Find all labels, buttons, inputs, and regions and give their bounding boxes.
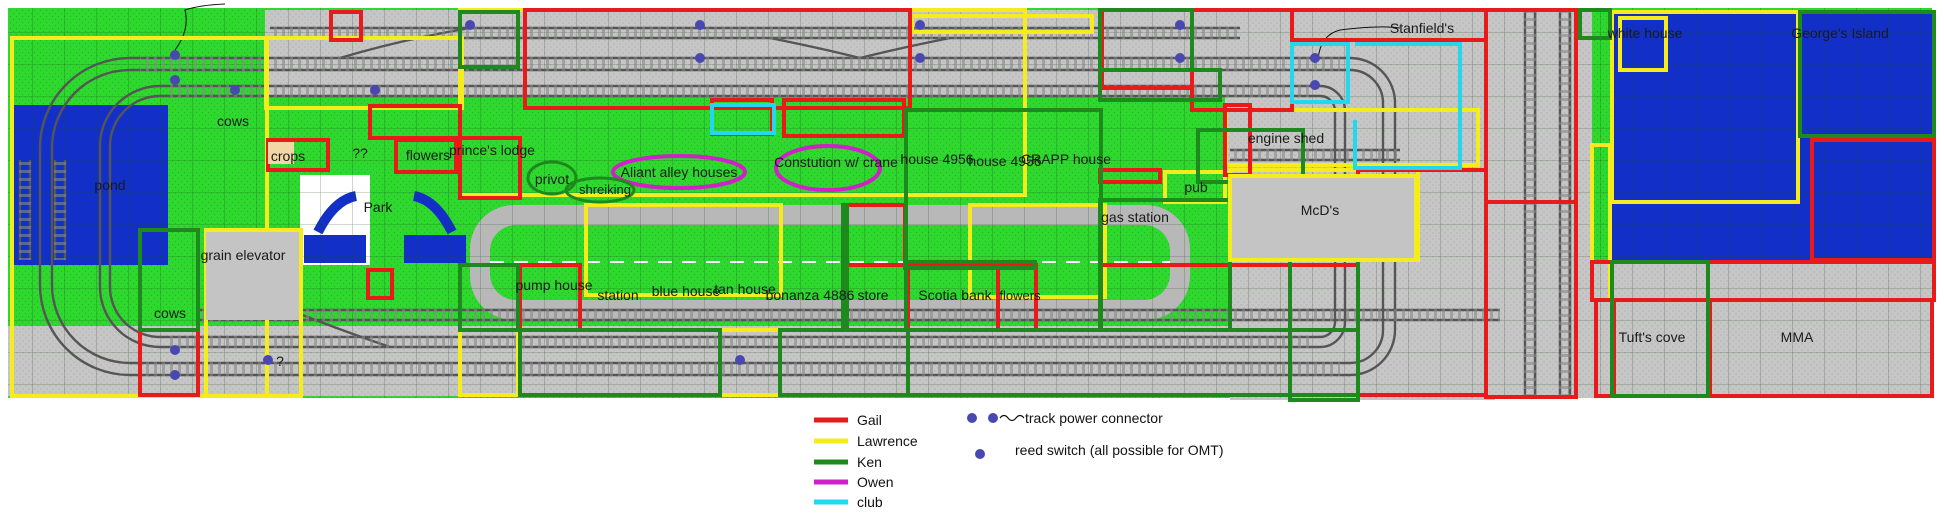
crapp-house-label: CRAPP house (1021, 151, 1111, 167)
legend-club: club (814, 494, 883, 510)
unknown-switch-label: ? (276, 353, 284, 369)
construction-label: Constution w/ crane (774, 154, 898, 170)
owner-boundaries (10, 8, 1936, 402)
legend-gail: Gail (814, 412, 882, 428)
park-label: Park (364, 199, 394, 215)
pond-label: pond (94, 177, 125, 193)
place-labels: cows pond crops ?? flowers prince's lodg… (94, 20, 1888, 369)
scotia-bank-label: Scotia bank (918, 287, 992, 303)
mcds-label: McD's (1301, 202, 1339, 218)
station-label: station (597, 287, 638, 303)
georges-island-label: George's Island (1791, 25, 1889, 41)
flowers-right-label: flowers (999, 288, 1041, 303)
gas-station-label: gas station (1101, 209, 1169, 225)
house-b-label: house 4956 (968, 153, 1041, 169)
privot-label: privot (535, 171, 569, 187)
legend: Gail Lawrence Ken Owen club track power … (814, 410, 1224, 510)
white-house-label: white house (1607, 25, 1683, 41)
building-blocks (206, 142, 1418, 320)
pub-label: pub (1184, 179, 1208, 195)
flowers-left-label: flowers (406, 147, 450, 163)
wire-icon (999, 414, 1025, 422)
house-a-label: house 4956 (900, 151, 973, 167)
legend-track-power: track power connector (967, 410, 1163, 426)
svg-text:Gail: Gail (857, 412, 882, 428)
connector-icon (988, 413, 998, 423)
bonanza-label: bonanza 4886 (766, 287, 855, 303)
reed-switch-dots (170, 20, 1320, 380)
grain-elevator-label: grain elevator (201, 247, 286, 263)
crops-label: crops (271, 148, 305, 164)
pump-house-label: pump house (515, 277, 592, 293)
mma-label: MMA (1781, 329, 1814, 345)
cows-top-label: cows (217, 113, 249, 129)
svg-text:Ken: Ken (857, 454, 882, 470)
legend-ken: Ken (814, 454, 882, 470)
blue-house-label: blue house (652, 283, 721, 299)
unknown-plot-label: ?? (352, 145, 368, 161)
connector-icon (967, 413, 977, 423)
engine-shed-label: engine shed (1248, 130, 1324, 146)
stanfields-label: Stanfield's (1390, 20, 1454, 36)
svg-text:Owen: Owen (857, 474, 894, 490)
svg-text:Lawrence: Lawrence (857, 433, 918, 449)
aliant-alley-label: Aliant alley houses (621, 164, 738, 180)
svg-text:reed switch (all possible for: reed switch (all possible for OMT) (1015, 442, 1224, 458)
princes-lodge-label: prince's lodge (449, 142, 535, 158)
store-label: store (857, 287, 888, 303)
shreiking-label: shreiking (579, 182, 631, 197)
legend-owen: Owen (814, 474, 894, 490)
svg-text:club: club (857, 494, 883, 510)
legend-reed-switch: reed switch (all possible for OMT) (975, 442, 1224, 459)
tufts-cove-label: Tuft's cove (1619, 329, 1686, 345)
svg-text:track power connector: track power connector (1025, 410, 1163, 426)
tan-house-label: tan house (714, 281, 776, 297)
reed-switch-icon (975, 449, 985, 459)
legend-lawrence: Lawrence (814, 433, 918, 449)
cows-bottom-label: cows (154, 305, 186, 321)
